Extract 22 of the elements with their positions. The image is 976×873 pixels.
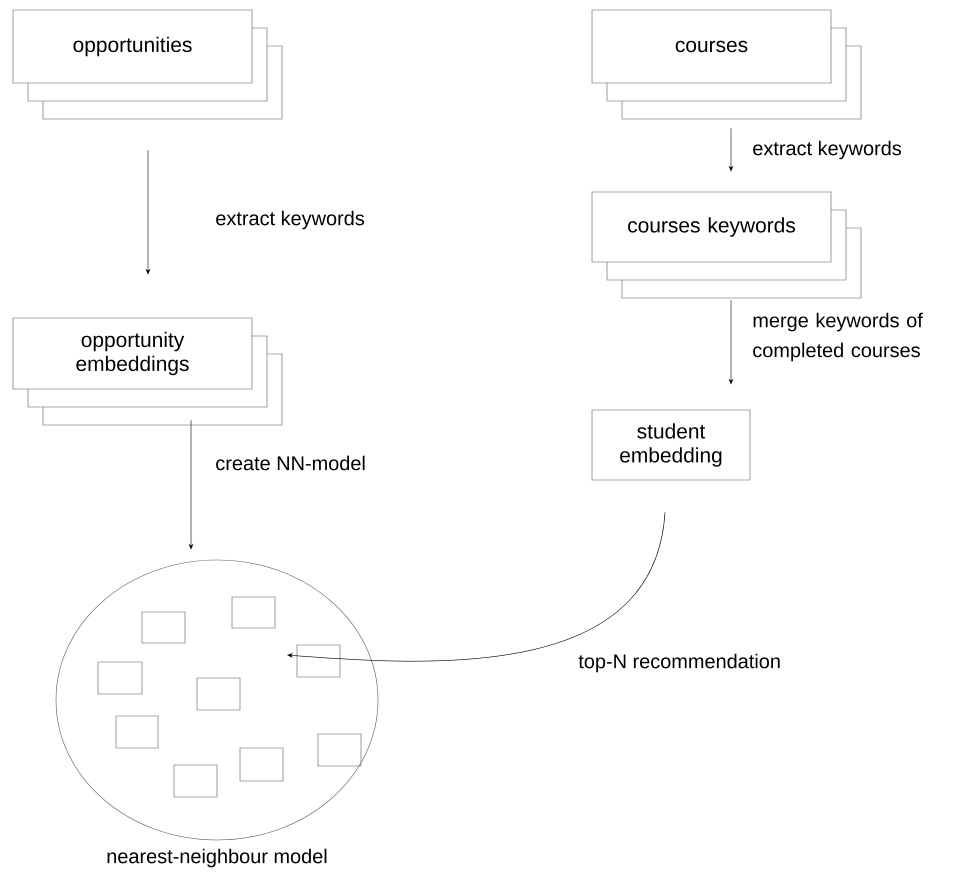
stacked-document-box: opportunities — [12, 10, 282, 120]
stacked-document-box: courses keywords — [592, 192, 862, 298]
item-box — [318, 734, 362, 766]
item-box — [116, 716, 158, 748]
item-box — [232, 596, 276, 628]
item-box — [142, 612, 186, 644]
item-box — [196, 678, 240, 710]
edge-label: top-N recommendation — [578, 654, 780, 672]
edge-label: extract keywords — [753, 140, 902, 160]
item-box — [240, 748, 284, 782]
stacked-document-box: courses — [592, 10, 862, 120]
stacked-document-box: opportunity embeddings — [12, 318, 282, 426]
node-label: opportunity — [82, 332, 184, 352]
item-box — [174, 764, 218, 798]
curved-arrow — [287, 512, 666, 662]
process-box: student embedding — [592, 410, 750, 480]
edge-label: extract keywords — [216, 210, 364, 230]
edge-label: merge keywords of completed courses — [753, 312, 923, 362]
item-box — [98, 662, 142, 694]
item-box — [296, 644, 340, 678]
node-label: nearest-neighbour model — [108, 848, 326, 868]
edge-label: create NN-model — [216, 456, 365, 470]
